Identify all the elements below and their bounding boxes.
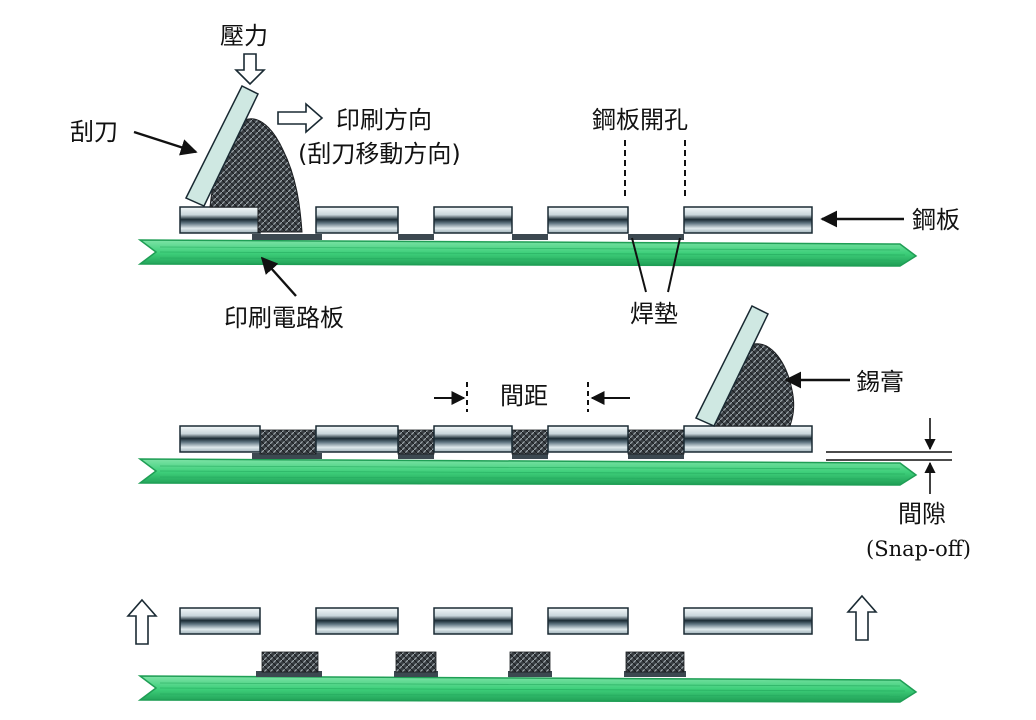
aperture-markers (624, 140, 686, 198)
squeegee-blade-2 (694, 304, 769, 427)
lift-arrow-left-icon (126, 598, 158, 645)
pitch-markers (434, 382, 630, 412)
pads-3 (256, 671, 686, 677)
pcb-board-3 (137, 675, 918, 703)
paste-deposits-2 (259, 429, 685, 455)
pad-pointers (631, 237, 681, 293)
label-print-direction-note: (刮刀移動方向) (298, 140, 461, 168)
print-direction-arrow-icon (277, 102, 324, 134)
label-stencil-aperture: 鋼板開孔 (592, 106, 688, 134)
lift-arrow-right-icon (846, 594, 878, 641)
label-stencil: 鋼板 (912, 206, 960, 234)
stencil-plates-2 (179, 425, 813, 453)
squeegee-blade-1 (184, 84, 259, 207)
paste-deposits-3 (261, 651, 685, 673)
label-pad: 焊墊 (630, 300, 678, 328)
label-pcb: 印刷電路板 (224, 304, 344, 332)
label-snap-off: (Snap-off) (866, 537, 971, 561)
label-solder-paste: 錫膏 (856, 368, 904, 396)
panel-stencil-release (126, 594, 918, 703)
pads-2 (252, 453, 684, 459)
pcb-board-1 (137, 239, 918, 267)
pressure-arrow-icon (234, 53, 266, 86)
label-pressure: 壓力 (220, 22, 268, 50)
label-gap: 間隙 (898, 500, 946, 528)
label-squeegee: 刮刀 (70, 118, 118, 146)
pads-1 (252, 234, 684, 240)
label-pitch: 間距 (500, 382, 548, 410)
pcb-pointer (260, 256, 297, 297)
pcb-board-2 (137, 458, 918, 486)
panel-printing: 壓力 刮刀 印刷方向 (刮刀移動方向) 鋼板開孔 鋼板 印刷電路板 焊墊 (70, 22, 960, 332)
panel-after-stroke: 間距 錫膏 間隙 (Snap-off) (137, 304, 971, 561)
snap-off-gap-markers (826, 418, 952, 494)
stencil-plates-1 (179, 206, 813, 234)
squeegee-pointer (133, 130, 198, 156)
stencil-plates-3 (179, 607, 813, 635)
label-print-direction: 印刷方向 (336, 106, 432, 134)
